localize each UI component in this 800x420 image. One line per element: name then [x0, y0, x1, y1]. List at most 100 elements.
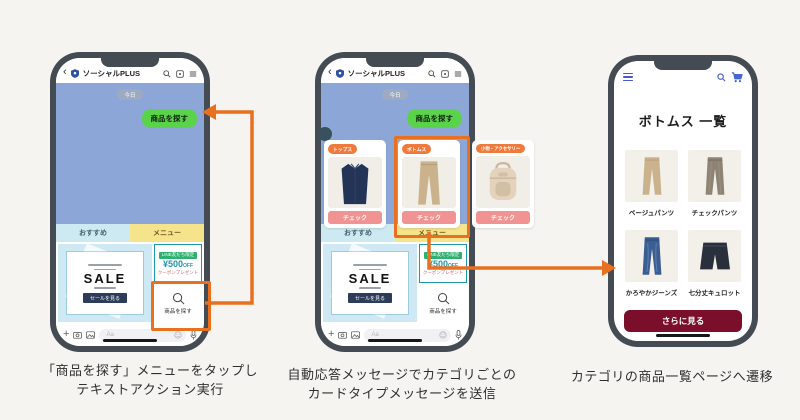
product-grid: ベージュパンツ チェックパンツ かろやかジーンズ	[625, 150, 741, 297]
sale-banner-cell[interactable]: SALE セールを見る	[58, 244, 152, 322]
richmenu-tabs: おすすめ メニュー	[56, 224, 204, 242]
beige-pants-icon	[418, 160, 440, 205]
search-products-cell[interactable]: 商品を探す	[419, 285, 467, 322]
product-image-check-pants	[688, 150, 741, 202]
mic-icon[interactable]	[455, 330, 462, 340]
message-input[interactable]: Aa	[99, 328, 186, 342]
product-name: 七分丈キュロット	[688, 290, 741, 297]
highlight-box-search-cell	[151, 281, 211, 331]
phone-notch	[654, 61, 712, 70]
home-indicator	[656, 334, 710, 337]
product-item[interactable]: 七分丈キュロット	[688, 230, 741, 297]
product-item[interactable]: チェックパンツ	[688, 150, 741, 217]
product-image-culottes	[688, 230, 741, 282]
sale-deco-line	[94, 287, 116, 289]
camera-icon[interactable]	[73, 331, 83, 339]
category-badge: トップス	[328, 144, 358, 154]
shop-search-icon[interactable]	[717, 72, 726, 82]
caption-step3-line1: カテゴリの商品一覧ページへ遷移	[570, 369, 774, 384]
search-products-cell[interactable]: 商品を探す	[154, 285, 202, 322]
sale-button[interactable]: セールを見る	[82, 293, 127, 304]
see-more-button[interactable]: さらに見る	[624, 310, 742, 332]
culottes-icon	[699, 242, 730, 270]
gallery-icon[interactable]	[351, 331, 361, 339]
message-composer: + Aa	[321, 324, 469, 346]
emoji-icon[interactable]	[439, 331, 447, 339]
sale-card: SALE セールを見る	[332, 252, 408, 314]
camera-icon[interactable]	[338, 331, 348, 339]
flow-arrow-1-line	[205, 110, 254, 305]
check-button[interactable]: チェック	[476, 211, 530, 224]
home-indicator	[368, 339, 422, 342]
chat-body: 今日 商品を探す	[56, 83, 204, 224]
input-placeholder: Aa	[106, 332, 114, 338]
bot-avatar	[318, 127, 332, 141]
coupon-amount: ¥500OFF	[162, 258, 194, 269]
caption-step2: 自動応答メッセージでカテゴリごとの カードタイプメッセージを送信	[252, 366, 552, 404]
product-image-accessories	[476, 156, 530, 208]
carousel-card-accessories[interactable]: 小物・アクセサリー チェック	[472, 140, 534, 228]
coupon-note: クーポンプレゼント	[157, 269, 199, 275]
sale-deco-line	[94, 268, 116, 271]
date-badge: 今日	[117, 89, 143, 100]
phone-right-screen: ボトムス 一覧 ベージュパンツ チェックパンツ	[614, 61, 752, 341]
gallery-icon[interactable]	[86, 331, 96, 339]
phone-right: ボトムス 一覧 ベージュパンツ チェックパンツ	[608, 55, 758, 347]
category-badge: ボトムス	[402, 144, 432, 154]
search-icon[interactable]	[163, 69, 171, 78]
shop-page-title: ボトムス 一覧	[638, 114, 728, 129]
attach-icon[interactable]: +	[63, 328, 70, 340]
phone-left-screen: ‹ ソーシャルPLUS 今日 商品を探す おすすめ メニュー	[56, 58, 204, 346]
sale-deco-line	[359, 268, 381, 271]
message-input[interactable]: Aa	[364, 328, 451, 342]
product-item[interactable]: かろやかジーンズ	[625, 230, 678, 297]
phone-notch	[366, 58, 424, 67]
carousel-card-tops[interactable]: トップス チェック	[324, 140, 386, 228]
check-pants-icon	[705, 157, 724, 195]
check-button[interactable]: チェック	[402, 211, 456, 224]
tab-menu[interactable]: メニュー	[130, 224, 204, 242]
menu-icon[interactable]	[189, 70, 197, 78]
product-image-bottoms	[402, 157, 456, 208]
coupon-badge: LINE友だち限定	[158, 251, 198, 259]
attach-icon[interactable]: +	[328, 328, 335, 340]
magnifier-icon	[437, 292, 449, 305]
magnifier-icon	[172, 292, 184, 305]
mic-icon[interactable]	[190, 330, 197, 340]
user-message-bubble: 商品を探す	[141, 109, 197, 128]
product-name: ベージュパンツ	[628, 210, 675, 217]
tab-recommend[interactable]: おすすめ	[56, 224, 130, 242]
shop-menu-icon[interactable]	[623, 72, 633, 82]
account-name: ソーシャルPLUS	[82, 69, 141, 78]
emoji-icon[interactable]	[174, 331, 182, 339]
sale-banner-cell[interactable]: SALE セールを見る	[323, 244, 417, 322]
date-badge: 今日	[382, 89, 408, 100]
call-icon[interactable]	[441, 69, 449, 78]
menu-icon[interactable]	[454, 70, 462, 78]
account-name: ソーシャルPLUS	[347, 69, 406, 78]
sale-deco-line	[88, 264, 122, 266]
call-icon[interactable]	[176, 69, 184, 78]
phone-notch	[101, 58, 159, 67]
tab-recommend[interactable]: おすすめ	[321, 224, 395, 242]
product-item[interactable]: ベージュパンツ	[625, 150, 678, 217]
input-placeholder: Aa	[371, 332, 379, 338]
product-image-tops	[328, 157, 382, 208]
check-button[interactable]: チェック	[328, 211, 382, 224]
phone-left: ‹ ソーシャルPLUS 今日 商品を探す おすすめ メニュー	[50, 52, 210, 352]
sale-button[interactable]: セールを見る	[347, 293, 392, 304]
search-icon[interactable]	[428, 69, 436, 78]
verified-shield-icon	[335, 69, 344, 78]
back-icon[interactable]: ‹	[63, 66, 67, 78]
category-badge: 小物・アクセサリー	[476, 144, 526, 153]
rich-menu: SALE セールを見る LINE友だち限定 ¥500OFF クーポンプレゼント …	[321, 242, 469, 324]
back-icon[interactable]: ‹	[328, 66, 332, 78]
jeans-icon	[642, 237, 661, 275]
caption-step1-line2: テキストアクション実行	[76, 381, 224, 397]
search-cell-label: 商品を探す	[164, 309, 192, 315]
coupon-cell[interactable]: LINE友だち限定 ¥500OFF クーポンプレゼント	[419, 244, 467, 283]
coupon-cell[interactable]: LINE友だち限定 ¥500OFF クーポンプレゼント	[154, 244, 202, 283]
cart-icon[interactable]	[731, 71, 743, 83]
carousel-card-bottoms[interactable]: ボトムス チェック	[398, 140, 460, 228]
